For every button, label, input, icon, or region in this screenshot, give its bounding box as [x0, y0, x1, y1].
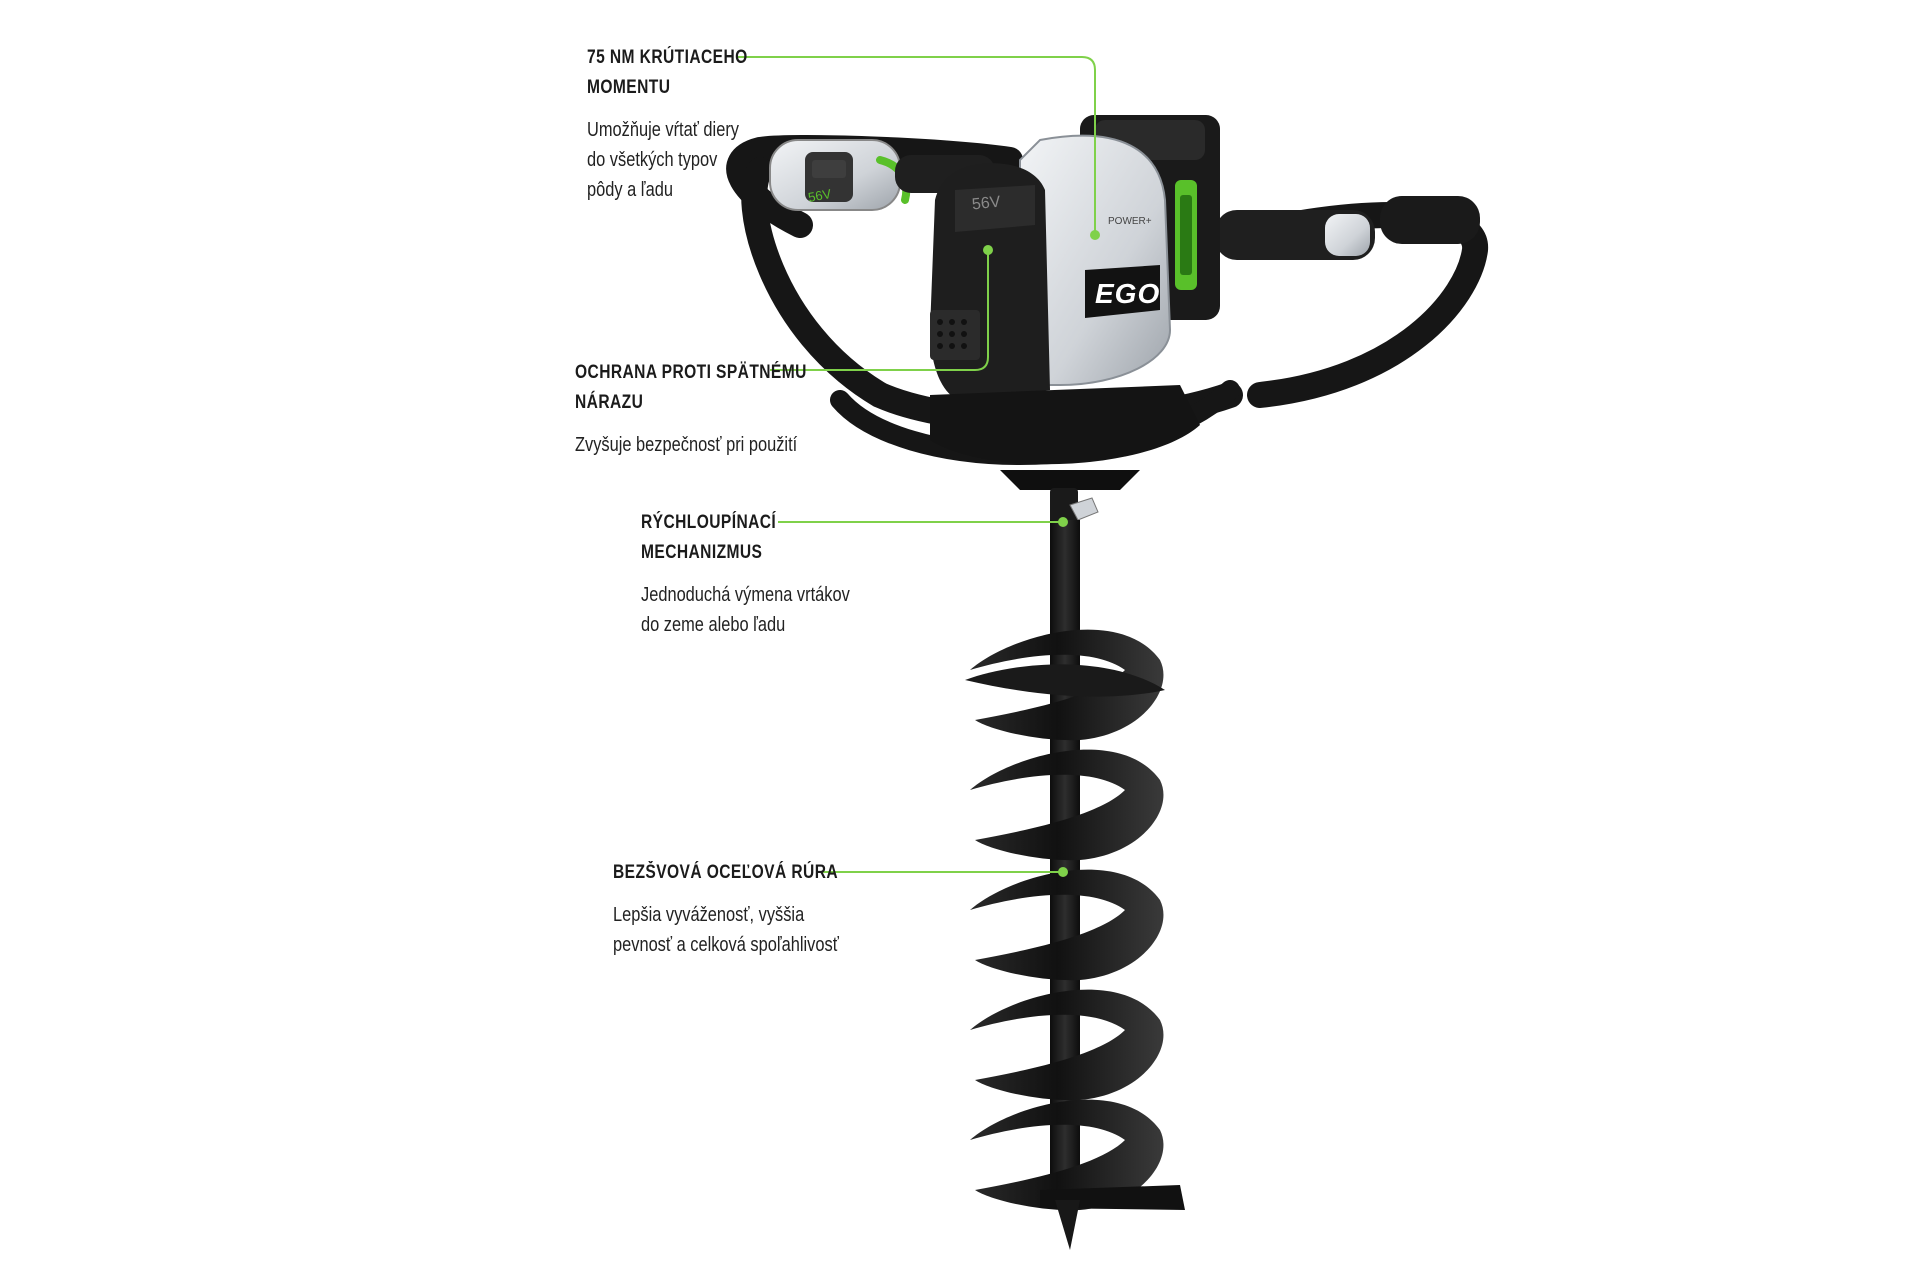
callout-dot	[983, 245, 993, 255]
callout-dot	[1058, 517, 1068, 527]
auger-flight-turn	[970, 629, 1164, 741]
feature-title: OCHRANA PROTI SPÄTNÉMU NÁRAZU	[575, 362, 807, 413]
auger-flight-turn	[970, 989, 1164, 1101]
feature-description: Jednoduchá výmena vrtákov do zeme alebo …	[641, 584, 850, 636]
auger-flight-turn	[970, 749, 1164, 861]
feature-description: Umožňuje vŕtať diery do všetkých typov p…	[587, 119, 739, 201]
feature-torque: 75 NM KRÚTIACEHO MOMENTU Umožňuje vŕtať …	[587, 43, 783, 205]
callout-line-kickback	[770, 250, 989, 371]
right-handle-grip	[1215, 196, 1480, 260]
auger-flight-turn	[970, 1099, 1164, 1211]
feature-seamless-steel-tube: BEZŠVOVÁ OCEĽOVÁ RÚRA Lepšia vyváženosť,…	[613, 858, 888, 960]
feature-title: RÝCHLOUPÍNACÍ MECHANIZMUS	[641, 512, 777, 563]
auger-flighting	[965, 629, 1165, 1211]
voltage-label-text: 56V	[971, 193, 1002, 214]
auger-flight-turn	[970, 869, 1164, 981]
feature-kickback-protection: OCHRANA PROTI SPÄTNÉMU NÁRAZU Zvyšuje be…	[575, 358, 858, 460]
auger-tip	[1040, 1185, 1185, 1250]
callout-line-torque	[738, 56, 1096, 235]
gearbox-base	[930, 385, 1200, 490]
brand-logo: EGO	[1095, 278, 1160, 310]
power-label-text: POWER+	[1108, 216, 1152, 227]
callout-dot	[1058, 867, 1068, 877]
feature-description: Lepšia vyváženosť, vyššia pevnosť a celk…	[613, 904, 839, 956]
motor-housing	[930, 134, 1172, 400]
voltage-label: 56V	[971, 194, 1001, 215]
feature-title: 75 NM KRÚTIACEHO MOMENTU	[587, 47, 748, 98]
power-label: POWER+	[1108, 216, 1152, 227]
callout-dot	[1090, 230, 1100, 240]
auger-flight-start	[965, 664, 1165, 697]
feature-description: Zvyšuje bezpečnosť pri použití	[575, 434, 798, 456]
feature-title: BEZŠVOVÁ OCEĽOVÁ RÚRA	[613, 862, 839, 883]
quick-release-coupling	[1050, 488, 1099, 528]
feature-quick-release: RÝCHLOUPÍNACÍ MECHANIZMUS Jednoduchá vým…	[641, 508, 896, 640]
brand-logo-text: EGO	[1095, 278, 1161, 309]
